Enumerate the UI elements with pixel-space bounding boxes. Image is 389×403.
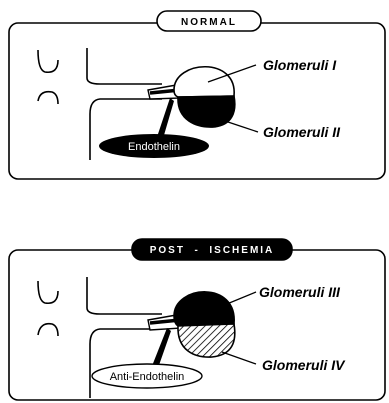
glomeruli-label-upper: Glomeruli III	[259, 284, 341, 300]
agent-label: Endothelin	[128, 141, 180, 153]
glomeruli-label-lower: Glomeruli II	[263, 124, 341, 140]
glomerulus-lower	[178, 324, 235, 357]
leader-line	[222, 292, 256, 306]
leader-line	[222, 120, 258, 132]
glomerulus-lower	[178, 96, 235, 127]
panel-title: NORMAL	[181, 17, 237, 28]
panel-post-ischemia: POST - ISCHEMIA Glomeruli III Glomeruli …	[9, 239, 385, 400]
glomeruli-label-upper: Glomeruli I	[263, 57, 337, 73]
panel-normal: NORMAL Glomeruli I Glomeruli II Endothel…	[9, 11, 385, 179]
glomerulus-upper	[174, 67, 234, 97]
glomerulus-upper	[174, 292, 234, 326]
glomeruli-label-lower: Glomeruli IV	[262, 357, 346, 373]
anti-endothelin-arrow	[152, 328, 171, 368]
leader-line	[222, 352, 256, 364]
panel-title: POST - ISCHEMIA	[150, 245, 275, 256]
agent-label: Anti-Endothelin	[110, 371, 185, 383]
